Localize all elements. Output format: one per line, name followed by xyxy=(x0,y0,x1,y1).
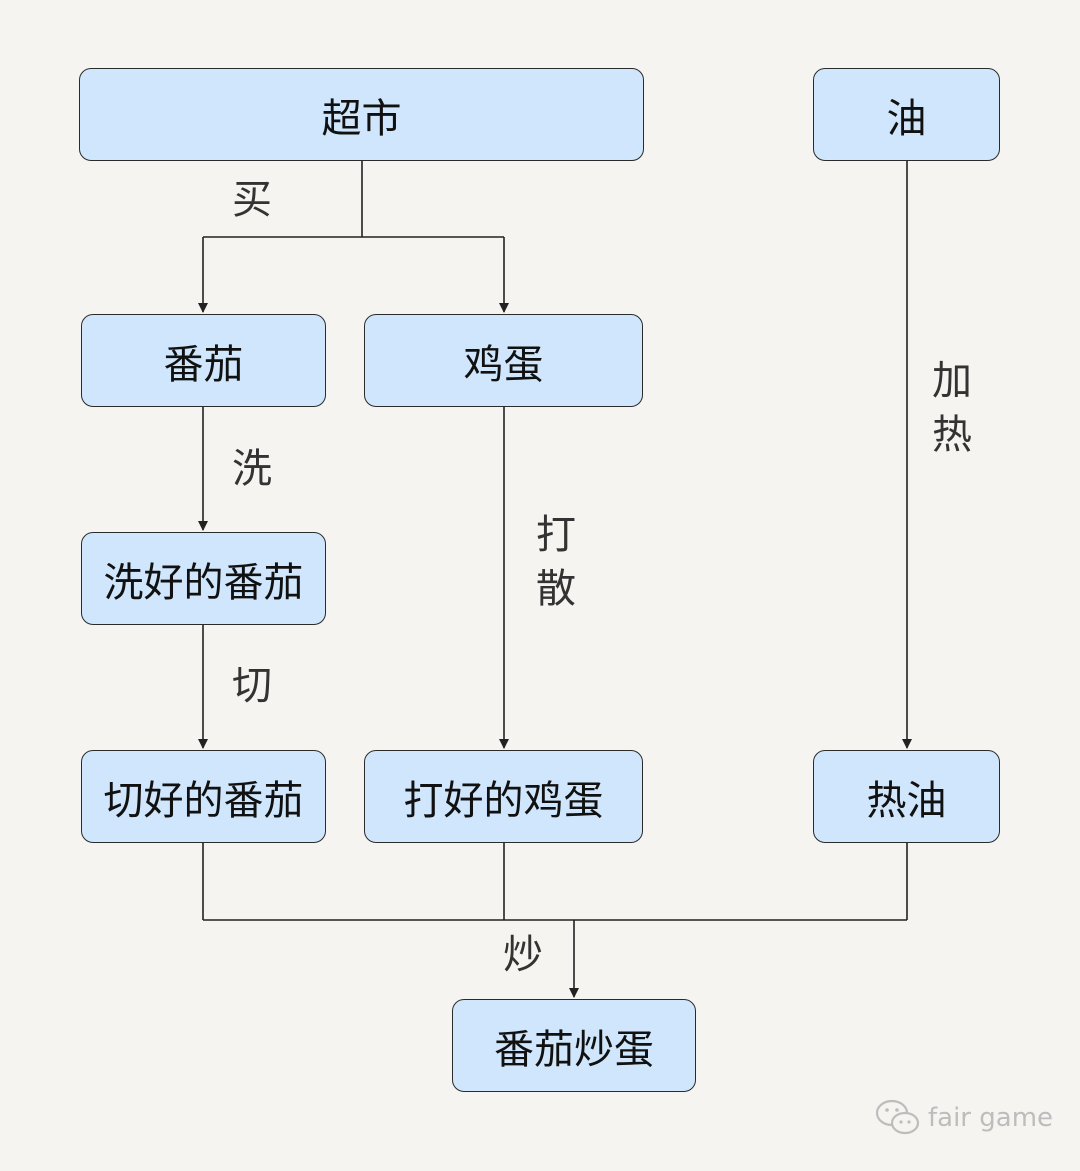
edge-label-buy: 买 xyxy=(232,177,272,223)
node-supermarket: 超市 xyxy=(79,68,644,161)
node-washed-tomato: 洗好的番茄 xyxy=(81,532,326,625)
node-beaten-egg: 打好的鸡蛋 xyxy=(364,750,643,843)
node-cut-tomato: 切好的番茄 xyxy=(81,750,326,843)
edge-label-beat: 打 散 xyxy=(534,508,578,616)
edge-label-beat-2: 散 xyxy=(536,566,576,612)
edge-label-beat-1: 打 xyxy=(536,512,576,558)
edge-label-fry: 炒 xyxy=(503,932,543,978)
node-oil: 油 xyxy=(813,68,1000,161)
node-dish: 番茄炒蛋 xyxy=(452,999,696,1092)
edge-label-cut: 切 xyxy=(232,663,272,709)
node-hot-oil: 热油 xyxy=(813,750,1000,843)
edge-label-heat: 加 热 xyxy=(930,354,974,462)
wechat-icon xyxy=(875,1099,920,1135)
watermark: fair game xyxy=(874,1098,1053,1138)
node-tomato: 番茄 xyxy=(81,314,326,407)
watermark-text: fair game xyxy=(928,1103,1054,1133)
node-egg: 鸡蛋 xyxy=(364,314,643,407)
edge-label-heat-1: 加 xyxy=(932,358,972,404)
edge-label-heat-2: 热 xyxy=(932,412,972,458)
edge-label-wash: 洗 xyxy=(232,446,272,492)
